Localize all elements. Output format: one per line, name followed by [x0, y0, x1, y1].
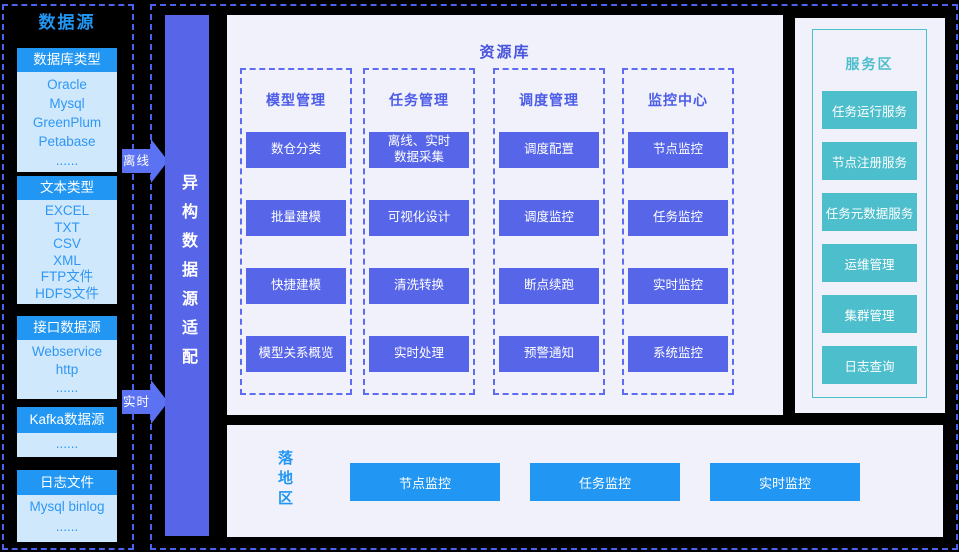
offline-flow-label: 离线: [122, 149, 151, 173]
realtime-flow-label: 实时: [122, 390, 151, 414]
resource-column-task: 任务管理 离线、实时 数据采集 可视化设计 清洗转换 实时处理: [363, 68, 475, 395]
source-item: ......: [55, 436, 79, 451]
source-item: CSV: [53, 236, 81, 251]
column-title: 调度管理: [519, 92, 579, 108]
source-group-kafka: Kafka数据源 ......: [17, 407, 117, 457]
ops-management-button[interactable]: 运维管理: [822, 244, 917, 282]
source-group-logfile: 日志文件 Mysql binlog ......: [17, 470, 117, 542]
realtime-processing-button[interactable]: 实时处理: [369, 336, 469, 372]
source-item: TXT: [54, 219, 80, 235]
cluster-management-button[interactable]: 集群管理: [822, 295, 917, 333]
realtime-monitor-button[interactable]: 实时监控: [628, 268, 728, 304]
source-item: ......: [55, 380, 79, 395]
task-metadata-service-button[interactable]: 任务元数据服务: [822, 193, 917, 231]
realtime-flow-arrow: 实时: [122, 380, 168, 424]
task-run-service-button[interactable]: 任务运行服务: [822, 91, 917, 129]
system-monitor-button[interactable]: 系统监控: [628, 336, 728, 372]
landing-task-monitor-button[interactable]: 任务监控: [530, 463, 680, 501]
source-item: http: [55, 362, 79, 377]
offline-realtime-collection-button[interactable]: 离线、实时 数据采集: [369, 132, 469, 168]
resource-panel-title: 资源库: [479, 44, 531, 61]
datasource-zone-border: [2, 4, 134, 550]
resource-library-panel: 资源库 模型管理 数仓分类 批量建模 快捷建模 模型关系概览 任务管理 离线、实…: [227, 15, 783, 415]
source-item: ......: [55, 519, 79, 534]
service-area-panel: 服务区 任务运行服务 节点注册服务 任务元数据服务 运维管理 集群管理 日志查询: [795, 18, 945, 413]
source-group-interface: 接口数据源 Webservice http ......: [17, 316, 117, 399]
adapter-bar: 异构数据源适配: [165, 15, 209, 536]
landing-area-title: 落地区: [276, 450, 293, 510]
arrow-head-icon: [151, 380, 168, 424]
source-group-text: 文本类型 EXCEL TXT CSV XML FTP文件 HDFS文件: [17, 176, 117, 304]
schedule-monitor-button[interactable]: 调度监控: [499, 200, 599, 236]
source-group-body: EXCEL TXT CSV XML FTP文件 HDFS文件: [17, 200, 117, 304]
resource-column-model: 模型管理 数仓分类 批量建模 快捷建模 模型关系概览: [240, 68, 352, 395]
visual-design-button[interactable]: 可视化设计: [369, 200, 469, 236]
column-title: 模型管理: [266, 92, 326, 108]
source-item: Oracle: [47, 77, 87, 92]
source-group-database: 数据库类型 Oracle Mysql GreenPlum Petabase ..…: [17, 48, 117, 172]
log-query-button[interactable]: 日志查询: [822, 346, 917, 384]
source-item: ......: [55, 153, 79, 168]
adapter-label: 异构数据源适配: [179, 174, 196, 377]
resource-column-schedule: 调度管理 调度配置 调度监控 断点续跑 预警通知: [493, 68, 605, 395]
source-item: GreenPlum: [32, 115, 102, 130]
alert-notify-button[interactable]: 预警通知: [499, 336, 599, 372]
service-area-border: 服务区 任务运行服务 节点注册服务 任务元数据服务 运维管理 集群管理 日志查询: [812, 29, 927, 398]
source-group-body: Webservice http ......: [17, 340, 117, 399]
landing-realtime-monitor-button[interactable]: 实时监控: [710, 463, 860, 501]
landing-node-monitor-button[interactable]: 节点监控: [350, 463, 500, 501]
datasource-zone-title: 数据源: [38, 13, 96, 32]
source-item: XML: [53, 252, 81, 268]
quick-modeling-button[interactable]: 快捷建模: [246, 268, 346, 304]
service-area-title: 服务区: [845, 56, 894, 72]
source-group-body: ......: [17, 433, 117, 457]
source-item: Mysql: [49, 96, 85, 111]
column-title: 监控中心: [648, 92, 708, 108]
platform-zone-border: [150, 4, 958, 550]
source-item: Mysql binlog: [29, 499, 105, 514]
source-item: EXCEL: [44, 203, 90, 218]
source-item: Petabase: [38, 134, 96, 149]
source-group-header: 日志文件: [17, 470, 117, 495]
source-group-header: 文本类型: [17, 176, 117, 200]
source-group-header: 数据库类型: [17, 48, 117, 72]
model-relation-overview-button[interactable]: 模型关系概览: [246, 336, 346, 372]
resource-column-monitor: 监控中心 节点监控 任务监控 实时监控 系统监控: [622, 68, 734, 395]
landing-area-panel: 落地区 节点监控 任务监控 实时监控: [227, 425, 943, 537]
task-monitor-button[interactable]: 任务监控: [628, 200, 728, 236]
schedule-config-button[interactable]: 调度配置: [499, 132, 599, 168]
offline-flow-arrow: 离线: [122, 139, 168, 183]
source-item: Webservice: [31, 344, 103, 359]
batch-modeling-button[interactable]: 批量建模: [246, 200, 346, 236]
model-warehouse-classify-button[interactable]: 数仓分类: [246, 132, 346, 168]
source-group-body: Mysql binlog ......: [17, 495, 117, 542]
source-group-header: Kafka数据源: [17, 407, 117, 433]
node-register-service-button[interactable]: 节点注册服务: [822, 142, 917, 180]
clean-transform-button[interactable]: 清洗转换: [369, 268, 469, 304]
arrow-head-icon: [151, 139, 168, 183]
column-title: 任务管理: [389, 92, 449, 108]
source-group-header: 接口数据源: [17, 316, 117, 340]
breakpoint-resume-button[interactable]: 断点续跑: [499, 268, 599, 304]
source-item: FTP文件: [40, 269, 94, 284]
source-group-body: Oracle Mysql GreenPlum Petabase ......: [17, 72, 117, 172]
source-item: HDFS文件: [35, 285, 99, 301]
node-monitor-button[interactable]: 节点监控: [628, 132, 728, 168]
